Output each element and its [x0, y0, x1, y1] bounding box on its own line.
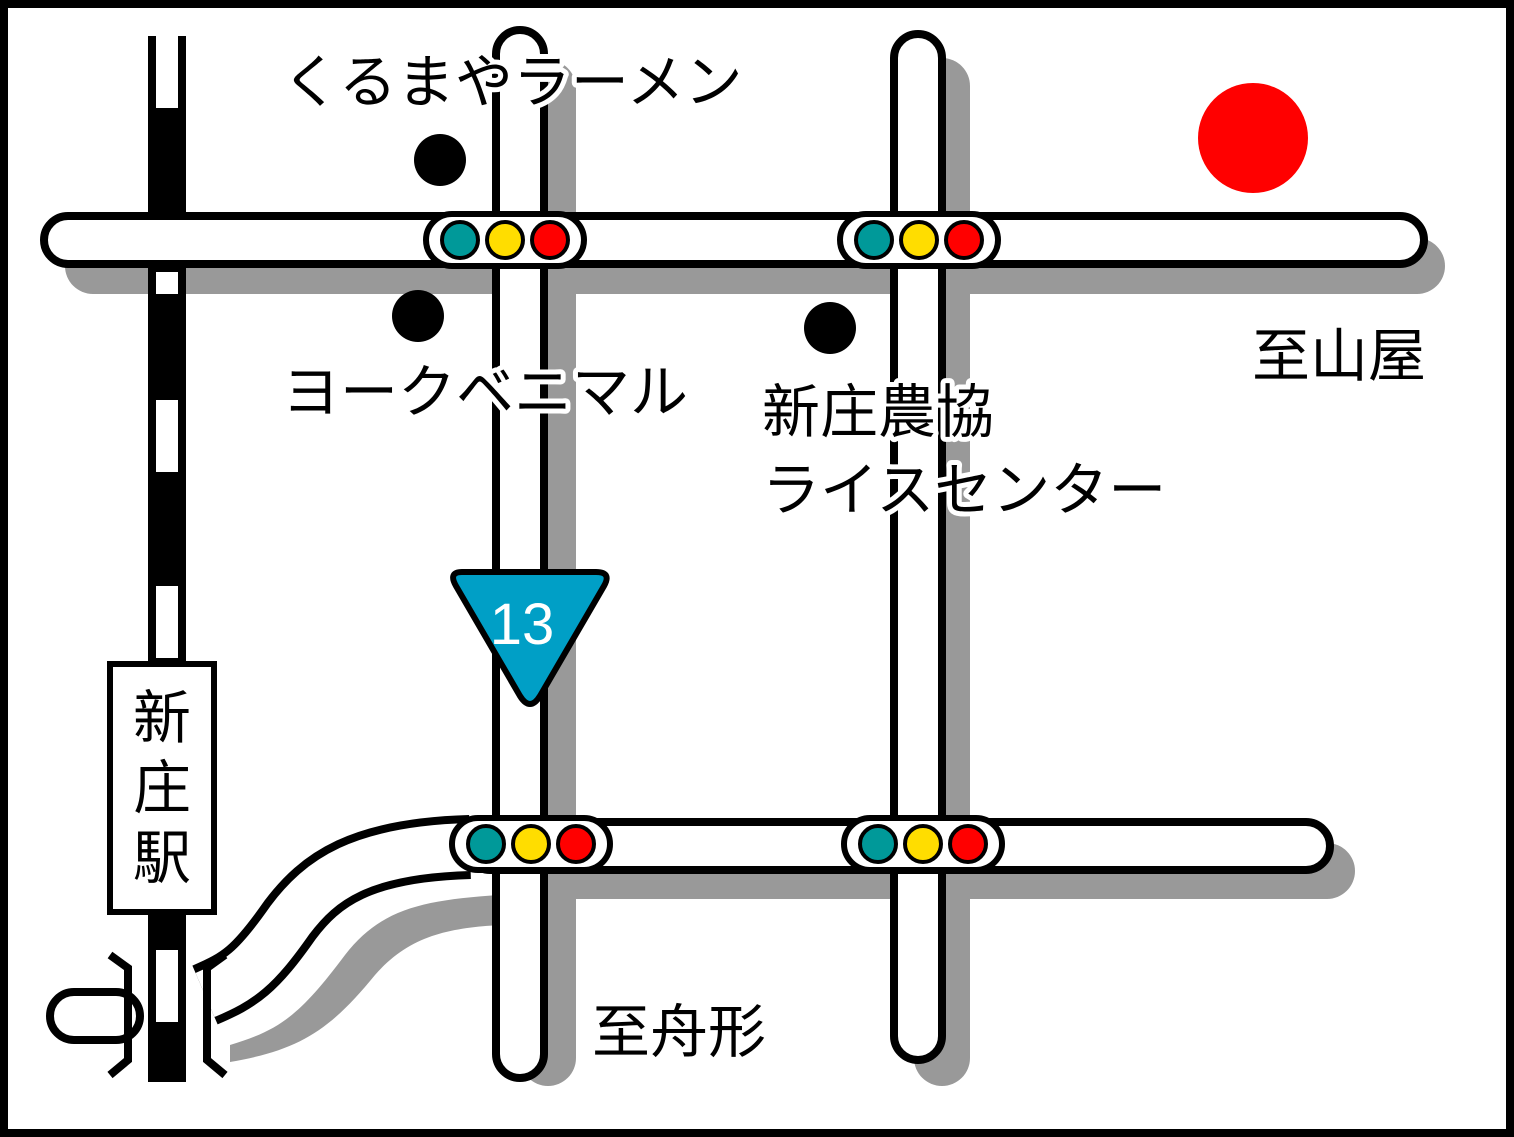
label-ja-line2: ライスセンター: [762, 456, 1166, 524]
traffic-signal-icon: [841, 815, 1005, 873]
station-access-road: [46, 815, 472, 1044]
landmark-dot-icon: [392, 290, 444, 342]
label-yorkbenimaru: ヨークベニマル: [282, 358, 688, 426]
bridge-railings: [107, 951, 228, 1079]
road-east-ns: [890, 30, 946, 1064]
station-label-char: 駅: [133, 824, 191, 892]
station-label-char: 新: [133, 684, 191, 752]
road-north-ew: [40, 212, 1428, 268]
destination-marker-icon: [1198, 83, 1308, 193]
route-number: 13: [490, 592, 555, 657]
station-label-char: 庄: [133, 754, 191, 822]
landmark-dot-icon: [804, 302, 856, 354]
landmark-dot-icon: [414, 134, 466, 186]
traffic-signal-icon: [423, 211, 587, 269]
route-shield-icon: 13: [450, 569, 610, 707]
road-route-13: [492, 26, 548, 1082]
label-ramen: くるまやラーメン: [282, 48, 743, 116]
station-box: 新庄駅: [107, 661, 217, 915]
station-label: 新庄駅: [133, 684, 191, 892]
traffic-signal-icon: [837, 211, 1001, 269]
label-to-funagata: 至舟形: [592, 998, 766, 1066]
railway-line: [148, 36, 186, 1082]
label-to-yamagata: 至山屋: [1252, 322, 1426, 390]
traffic-signal-icon: [449, 815, 613, 873]
label-ja-line1: 新庄農協: [762, 378, 994, 446]
